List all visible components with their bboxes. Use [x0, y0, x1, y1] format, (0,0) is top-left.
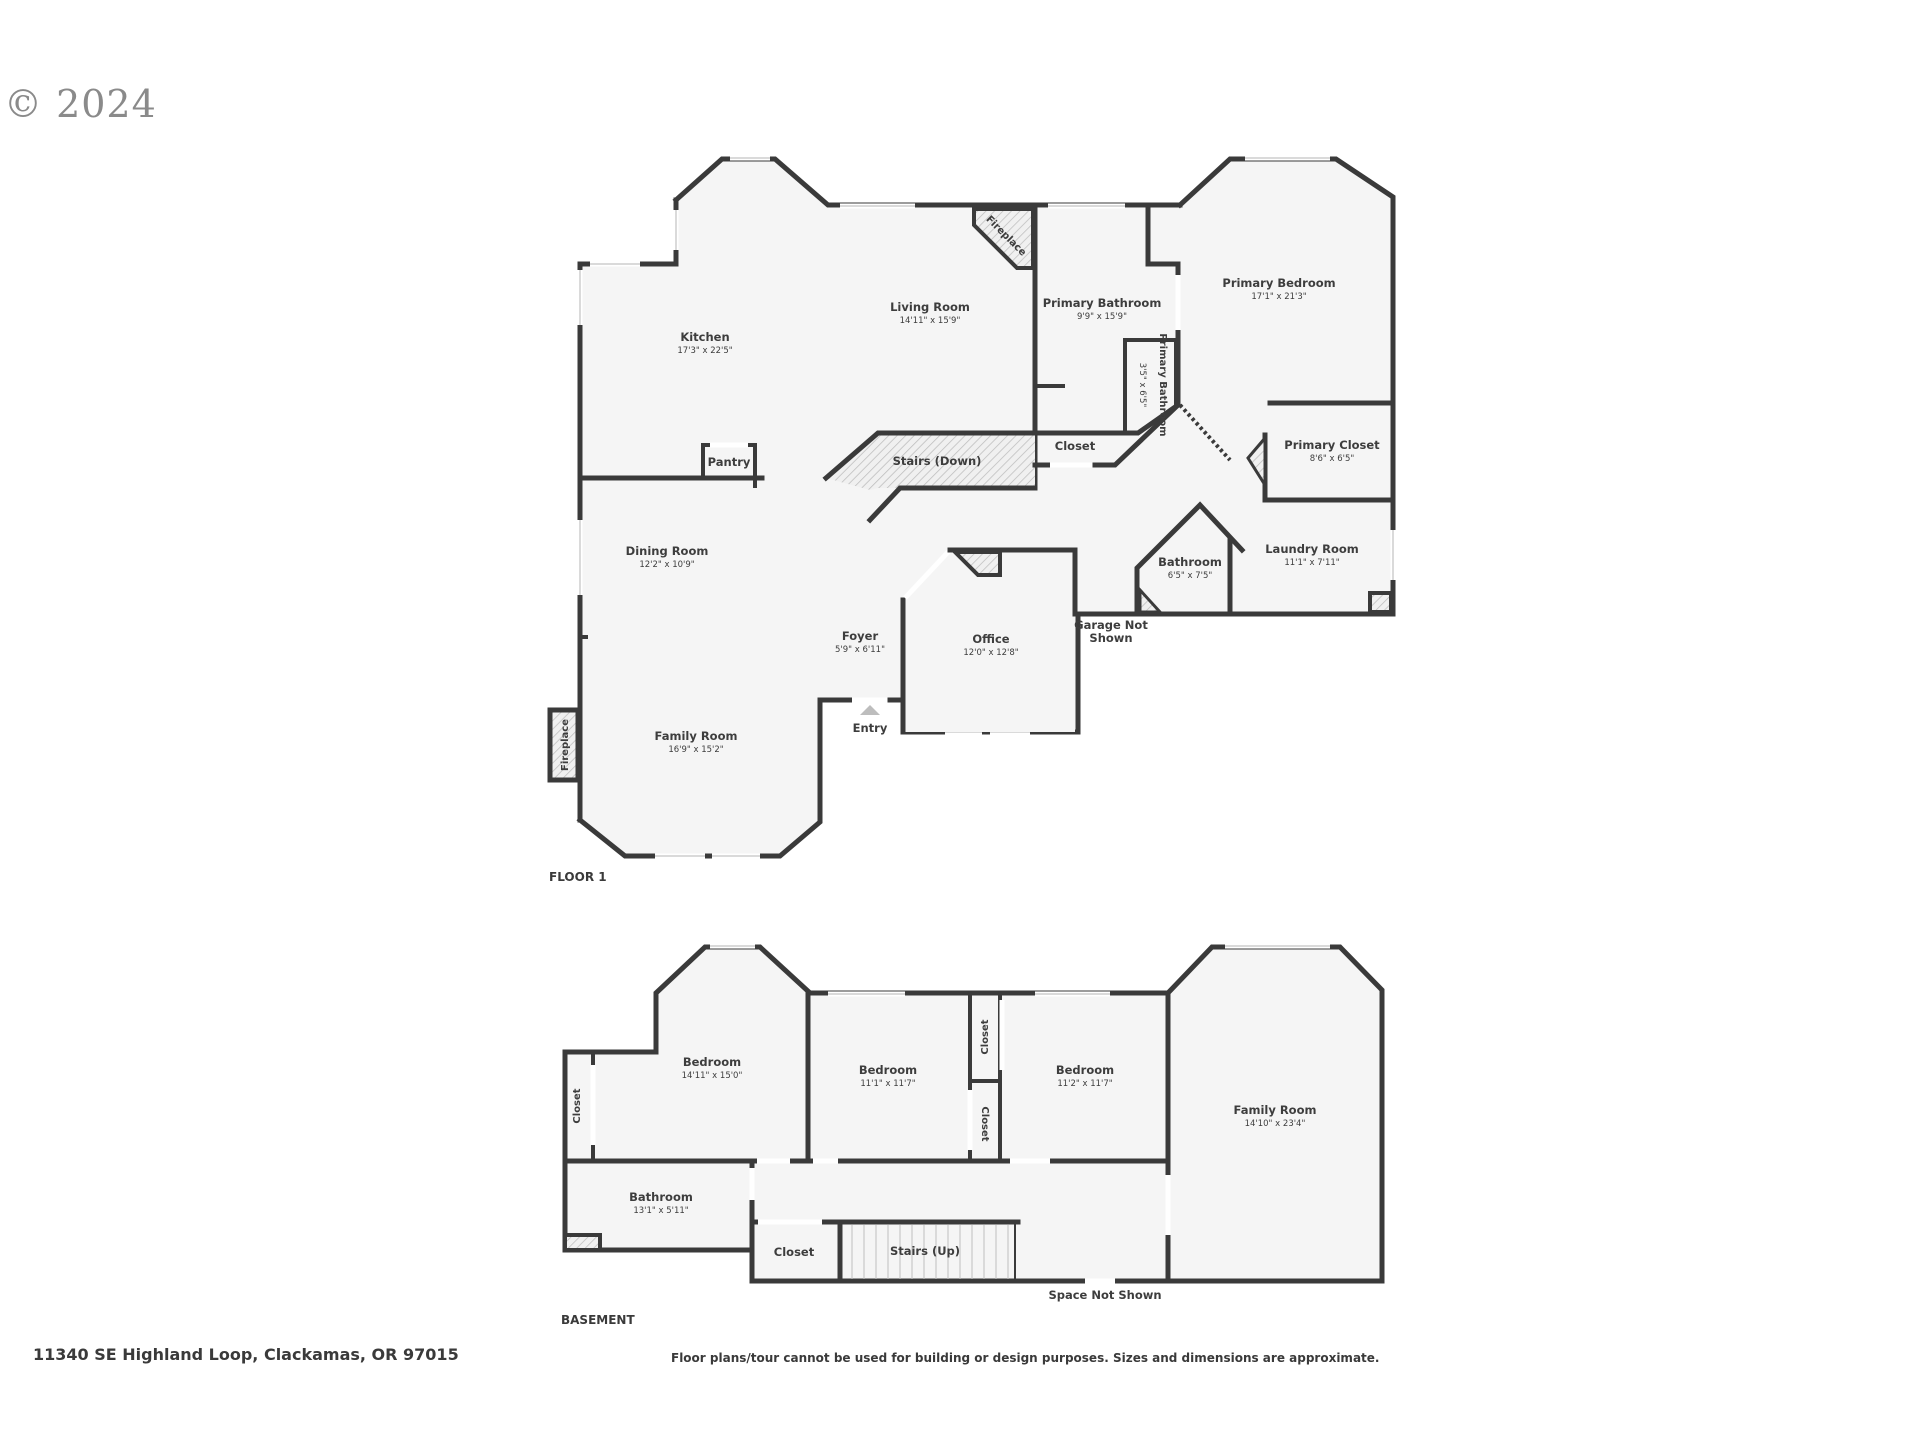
- stairs-up-treads: [851, 1225, 1009, 1279]
- room-label-primary-bathroom-small: Primary Bathroom: [1157, 333, 1168, 436]
- svg-text:13'1" x 5'11": 13'1" x 5'11": [633, 1206, 688, 1216]
- svg-text:5'9" x 6'11": 5'9" x 6'11": [835, 645, 885, 655]
- svg-text:8'6" x 6'5": 8'6" x 6'5": [1310, 454, 1355, 464]
- room-label-stairs-up: Stairs (Up): [890, 1244, 960, 1258]
- room-label-entry: Entry: [853, 721, 888, 735]
- room-label-fireplace-family: Fireplace: [560, 719, 571, 771]
- copyright-watermark: © 2024: [4, 82, 157, 126]
- room-label-living-room: Living Room: [890, 300, 970, 314]
- svg-text:14'10" x 23'4": 14'10" x 23'4": [1245, 1119, 1306, 1129]
- svg-text:14'11" x 15'0": 14'11" x 15'0": [682, 1071, 743, 1081]
- room-label-kitchen: Kitchen: [680, 330, 729, 344]
- floor-label-floor-1: FLOOR 1: [549, 870, 607, 884]
- disclaimer-text: Floor plans/tour cannot be used for buil…: [671, 1351, 1380, 1365]
- svg-text:17'3" x 22'5": 17'3" x 22'5": [677, 346, 732, 356]
- svg-text:17'1" x 21'3": 17'1" x 21'3": [1251, 292, 1306, 302]
- room-label-space-not-shown: Space Not Shown: [1048, 1288, 1161, 1302]
- room-label-basement-family-room: Family Room: [1234, 1103, 1317, 1117]
- svg-text:11'1" x 7'11": 11'1" x 7'11": [1284, 558, 1339, 568]
- svg-text:11'2" x 11'7": 11'2" x 11'7": [1057, 1079, 1112, 1089]
- svg-text:3'5" x 6'5": 3'5" x 6'5": [1137, 363, 1147, 408]
- room-label-bedroom-2: Bedroom: [859, 1063, 917, 1077]
- room-label-basement-bathroom: Bathroom: [629, 1190, 693, 1204]
- floor-label-basement: BASEMENT: [561, 1313, 635, 1327]
- room-label-bedroom-1: Bedroom: [683, 1055, 741, 1069]
- room-label-primary-bedroom: Primary Bedroom: [1222, 276, 1335, 290]
- room-label-foyer: Foyer: [842, 629, 879, 643]
- floor-1: [547, 155, 1396, 859]
- svg-text:12'0" x 12'8": 12'0" x 12'8": [963, 648, 1018, 658]
- svg-text:6'5" x 7'5": 6'5" x 7'5": [1168, 571, 1213, 581]
- room-label-closet-bottom: Closet: [774, 1245, 815, 1259]
- room-label-stairs-down: Stairs (Down): [893, 454, 982, 468]
- room-label-closet: Closet: [1055, 439, 1096, 453]
- svg-text:14'11" x 15'9": 14'11" x 15'9": [900, 316, 961, 326]
- svg-text:12'2" x 10'9": 12'2" x 10'9": [639, 560, 694, 570]
- svg-text:16'9" x 15'2": 16'9" x 15'2": [668, 745, 723, 755]
- room-label-bedroom-3: Bedroom: [1056, 1063, 1114, 1077]
- room-label-primary-closet: Primary Closet: [1284, 438, 1380, 452]
- room-label-bathroom: Bathroom: [1158, 555, 1222, 569]
- basement: [562, 943, 1385, 1284]
- room-label-pantry: Pantry: [708, 455, 751, 469]
- room-label-primary-bathroom: Primary Bathroom: [1043, 296, 1162, 310]
- room-label-closet-mid-top: Closet: [980, 1019, 991, 1054]
- svg-text:11'1" x 11'7": 11'1" x 11'7": [860, 1079, 915, 1089]
- room-label-family-room: Family Room: [655, 729, 738, 743]
- room-label-office: Office: [972, 632, 1009, 646]
- room-label-dining-room: Dining Room: [626, 544, 709, 558]
- room-label-laundry-room: Laundry Room: [1265, 542, 1359, 556]
- property-address: 11340 SE Highland Loop, Clackamas, OR 97…: [33, 1345, 459, 1364]
- room-label-closet-mid-bottom: Closet: [979, 1106, 990, 1141]
- room-label-closet-left: Closet: [572, 1088, 583, 1123]
- svg-text:9'9" x 15'9": 9'9" x 15'9": [1077, 312, 1127, 322]
